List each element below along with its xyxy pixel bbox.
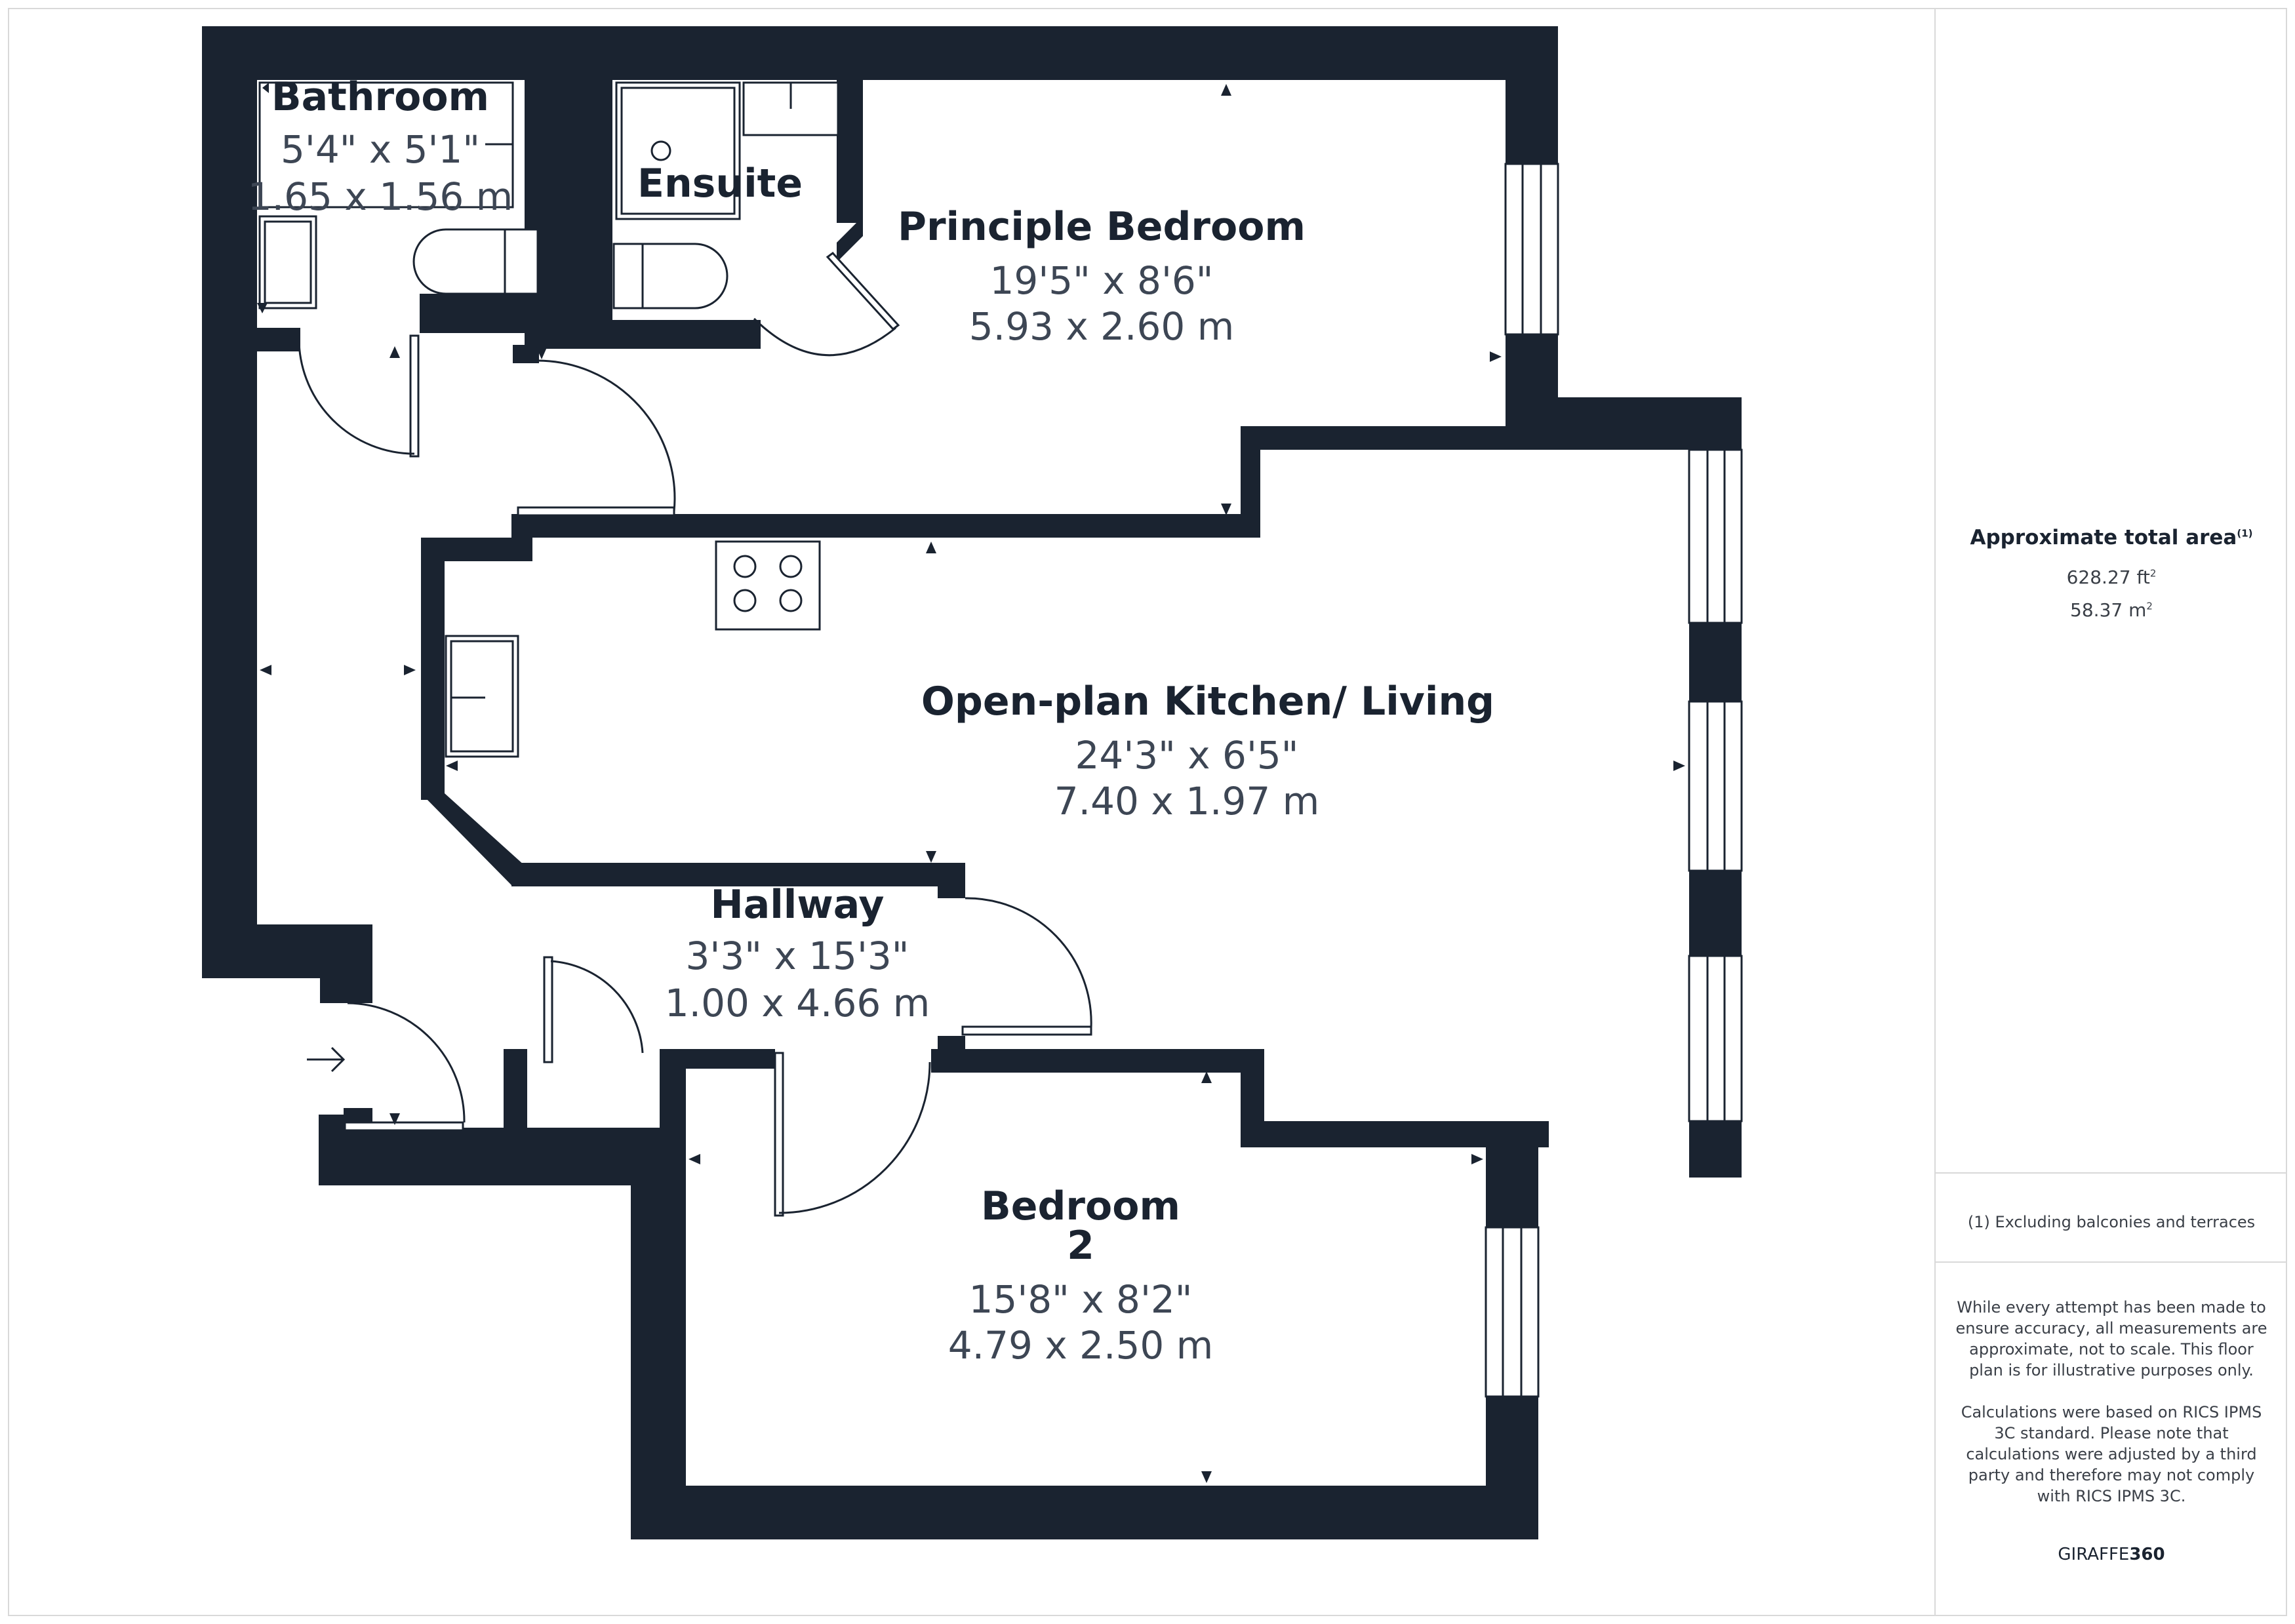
area-title: Approximate total area(1) — [1936, 526, 2287, 549]
room-name-line1: Bedroom — [981, 1183, 1180, 1229]
room-dimensions-metric: 4.79 x 2.50 m — [948, 1323, 1213, 1368]
area-sqft-unit-sup: 2 — [2149, 567, 2157, 580]
fixtures — [258, 81, 839, 758]
room-label-hallway: Hallway 3'3" x 15'3" 1.00 x 4.66 m — [665, 882, 930, 1025]
doors — [298, 251, 1092, 1217]
room-dimensions-imperial: 15'8" x 8'2" — [969, 1277, 1193, 1322]
room-dimensions-imperial: 5'4" x 5'1" — [281, 127, 480, 172]
room-name: Principle Bedroom — [898, 204, 1306, 250]
disclaimer-line: 3C standard. Please note that — [1994, 1424, 2229, 1442]
windows — [1485, 163, 1743, 1398]
room-dimensions-metric: 7.40 x 1.97 m — [1054, 779, 1319, 823]
room-dimensions-metric: 1.65 x 1.56 m — [248, 174, 513, 219]
disclaimer: While every attempt has been made to ens… — [1936, 1297, 2287, 1507]
area-title-text: Approximate total area — [1970, 526, 2237, 549]
brand-part2: 360 — [2129, 1545, 2165, 1564]
floor-plan: Bathroom 5'4" x 5'1" 1.65 x 1.56 m Ensui… — [202, 26, 1743, 1539]
room-dimensions-metric: 1.00 x 4.66 m — [665, 981, 930, 1025]
room-dimensions-metric: 5.93 x 2.60 m — [969, 304, 1234, 349]
info-sidebar: Approximate total area(1) 628.27 ft2 58.… — [1934, 8, 2287, 1616]
area-sqft: 628.27 ft2 — [1936, 566, 2287, 588]
disclaimer-line: ensure accuracy, all measurements are — [1955, 1319, 2267, 1337]
room-name: Open-plan Kitchen/ Living — [921, 679, 1494, 724]
room-label-ensuite: Ensuite — [637, 161, 803, 207]
disclaimer-line: approximate, not to scale. This floor — [1969, 1340, 2254, 1358]
disclaimer-spacer — [1936, 1381, 2287, 1402]
disclaimer-line: While every attempt has been made to — [1957, 1298, 2266, 1317]
disclaimer-line: Calculations were based on RICS IPMS — [1961, 1403, 2262, 1421]
sidebar-divider — [1936, 1172, 2287, 1174]
room-name-line2: 2 — [1067, 1223, 1094, 1269]
brand-logo: GIRAFFE360 — [1936, 1545, 2287, 1564]
disclaimer-line: plan is for illustrative purposes only. — [1969, 1361, 2254, 1379]
disclaimer-line: party and therefore may not comply — [1968, 1466, 2255, 1484]
area-sqm-value: 58.37 m — [2070, 599, 2147, 621]
room-dimensions-imperial: 24'3" x 6'5" — [1075, 733, 1299, 778]
room-name: Hallway — [710, 882, 884, 928]
room-name: Bathroom — [271, 74, 489, 120]
entrance-arrow-icon — [307, 1046, 346, 1073]
area-sqm: 58.37 m2 — [1936, 599, 2287, 621]
area-title-sup: (1) — [2237, 527, 2253, 540]
brand-part1: GIRAFFE — [2058, 1545, 2130, 1564]
sidebar-divider — [1936, 1261, 2287, 1263]
area-sqft-value: 628.27 ft — [2066, 566, 2150, 588]
room-label-principle-bedroom: Principle Bedroom 19'5" x 8'6" 5.93 x 2.… — [898, 204, 1306, 349]
footnote: (1) Excluding balconies and terraces — [1967, 1213, 2256, 1231]
walls — [202, 26, 1742, 1539]
disclaimer-line: with RICS IPMS 3C. — [2037, 1487, 2186, 1505]
room-label-kitchen-living: Open-plan Kitchen/ Living 24'3" x 6'5" 7… — [921, 679, 1494, 823]
measurement-markers — [257, 83, 1685, 1483]
room-dimensions-imperial: 19'5" x 8'6" — [990, 258, 1214, 303]
room-name: Ensuite — [637, 161, 803, 207]
room-dimensions-imperial: 3'3" x 15'3" — [686, 934, 909, 978]
disclaimer-line: calculations were adjusted by a third — [1966, 1445, 2257, 1463]
room-label-bedroom-2: Bedroom 2 15'8" x 8'2" 4.79 x 2.50 m — [948, 1183, 1213, 1368]
page-frame — [8, 8, 2287, 1616]
room-label-bathroom: Bathroom 5'4" x 5'1" 1.65 x 1.56 m — [248, 74, 513, 219]
area-sqm-unit-sup: 2 — [2146, 600, 2153, 612]
